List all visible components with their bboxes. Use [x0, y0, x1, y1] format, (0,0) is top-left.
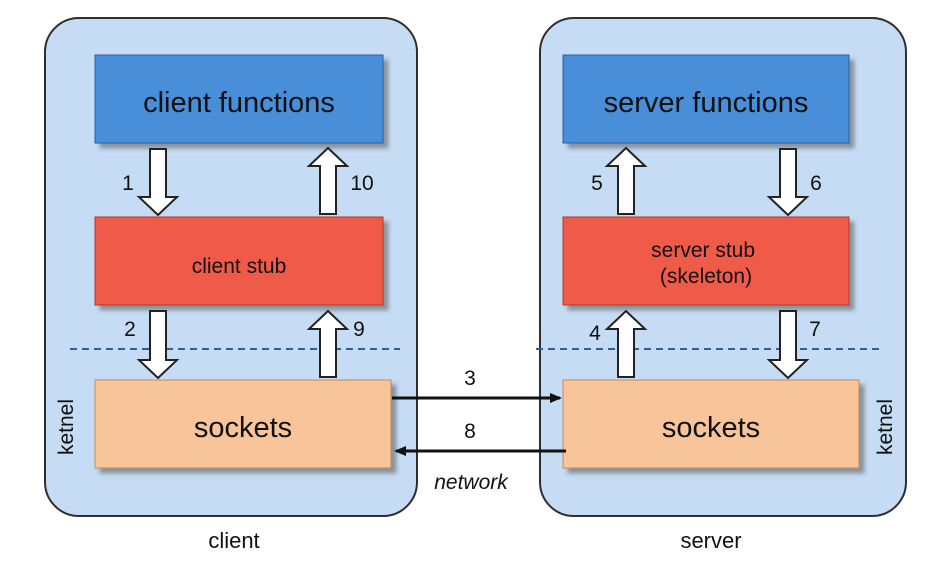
- server-stub-box: [562, 216, 850, 306]
- step-label-1: 1: [122, 172, 134, 195]
- step-label-6: 6: [810, 172, 822, 195]
- step-label-10: 10: [350, 172, 373, 195]
- client-stub-label: client stub: [192, 255, 287, 278]
- step-label-4: 4: [589, 322, 601, 345]
- block-arrows: [136, 146, 810, 380]
- server-sockets-label: sockets: [662, 412, 760, 444]
- step-label-7: 7: [809, 318, 821, 341]
- step-label-5: 5: [591, 172, 603, 195]
- arrow-step-6: [766, 148, 810, 217]
- server-stub-label: server stub (skeleton): [651, 239, 761, 288]
- client-panel: client functions client stub sockets ket…: [44, 17, 418, 517]
- client-sockets-label: sockets: [194, 412, 292, 444]
- client-kernel-label: ketnel: [55, 399, 78, 455]
- server-kernel-label: ketnel: [874, 399, 897, 455]
- step-label-9: 9: [353, 318, 365, 341]
- arrow-step-5: [604, 146, 648, 215]
- arrow-step-9: [306, 309, 350, 378]
- client-functions-box: [94, 54, 384, 144]
- arrow-step-4: [604, 309, 648, 378]
- client-stub-box: [94, 216, 384, 306]
- server-functions-label: server functions: [604, 87, 809, 119]
- server-caption: server: [680, 528, 741, 553]
- arrow-step-2: [136, 310, 180, 380]
- arrow-step-10: [306, 146, 350, 215]
- step-label-3: 3: [464, 367, 476, 390]
- arrow-step-1: [136, 148, 180, 217]
- client-caption: client: [208, 528, 259, 553]
- server-sockets-box: [562, 379, 860, 469]
- client-functions-label: client functions: [143, 87, 335, 119]
- network-label: network: [434, 471, 509, 494]
- server-panel: server functions server stub (skeleton) …: [536, 17, 907, 517]
- step-label-2: 2: [124, 318, 136, 341]
- step-numbers: 1 10 2 9 3 8 5 6 4 7: [122, 172, 822, 443]
- step-label-8: 8: [464, 420, 476, 443]
- arrow-step-7: [766, 310, 810, 380]
- server-functions-box: [562, 54, 850, 144]
- client-sockets-box: [94, 379, 392, 469]
